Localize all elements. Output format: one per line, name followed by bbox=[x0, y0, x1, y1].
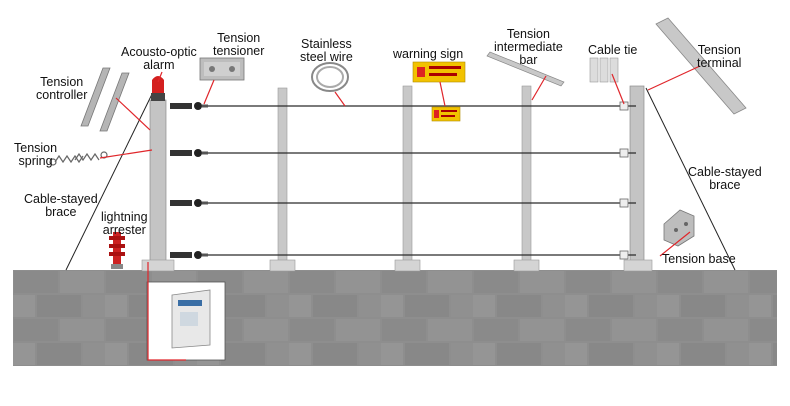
tension-terminal-part bbox=[655, 17, 747, 115]
tension-base-part bbox=[663, 209, 695, 247]
intermediate-posts bbox=[269, 85, 540, 272]
terminal-posts bbox=[141, 85, 653, 272]
controller-box bbox=[146, 281, 226, 361]
steel-wires bbox=[204, 105, 636, 256]
cable-tie-part bbox=[589, 57, 619, 83]
tension-spring-part bbox=[49, 151, 108, 166]
cable-tie-clips bbox=[619, 101, 629, 260]
label-warning-sign: warning sign bbox=[393, 47, 464, 61]
label-cable-tie: Cable tie bbox=[588, 43, 638, 57]
steel-wire-coil bbox=[311, 62, 349, 92]
brick-wall bbox=[13, 270, 777, 366]
lightning-arrester-part bbox=[109, 232, 125, 269]
warning-signs bbox=[412, 61, 466, 122]
cable-stayed-brace-lines bbox=[65, 87, 736, 271]
label-tension-base: Tension base bbox=[662, 252, 736, 266]
tension-controller-part bbox=[80, 67, 130, 132]
alarm-light bbox=[151, 76, 165, 101]
pointer-lines bbox=[99, 65, 701, 361]
tensioner-part bbox=[199, 57, 245, 81]
wire-tensioners bbox=[170, 102, 208, 259]
